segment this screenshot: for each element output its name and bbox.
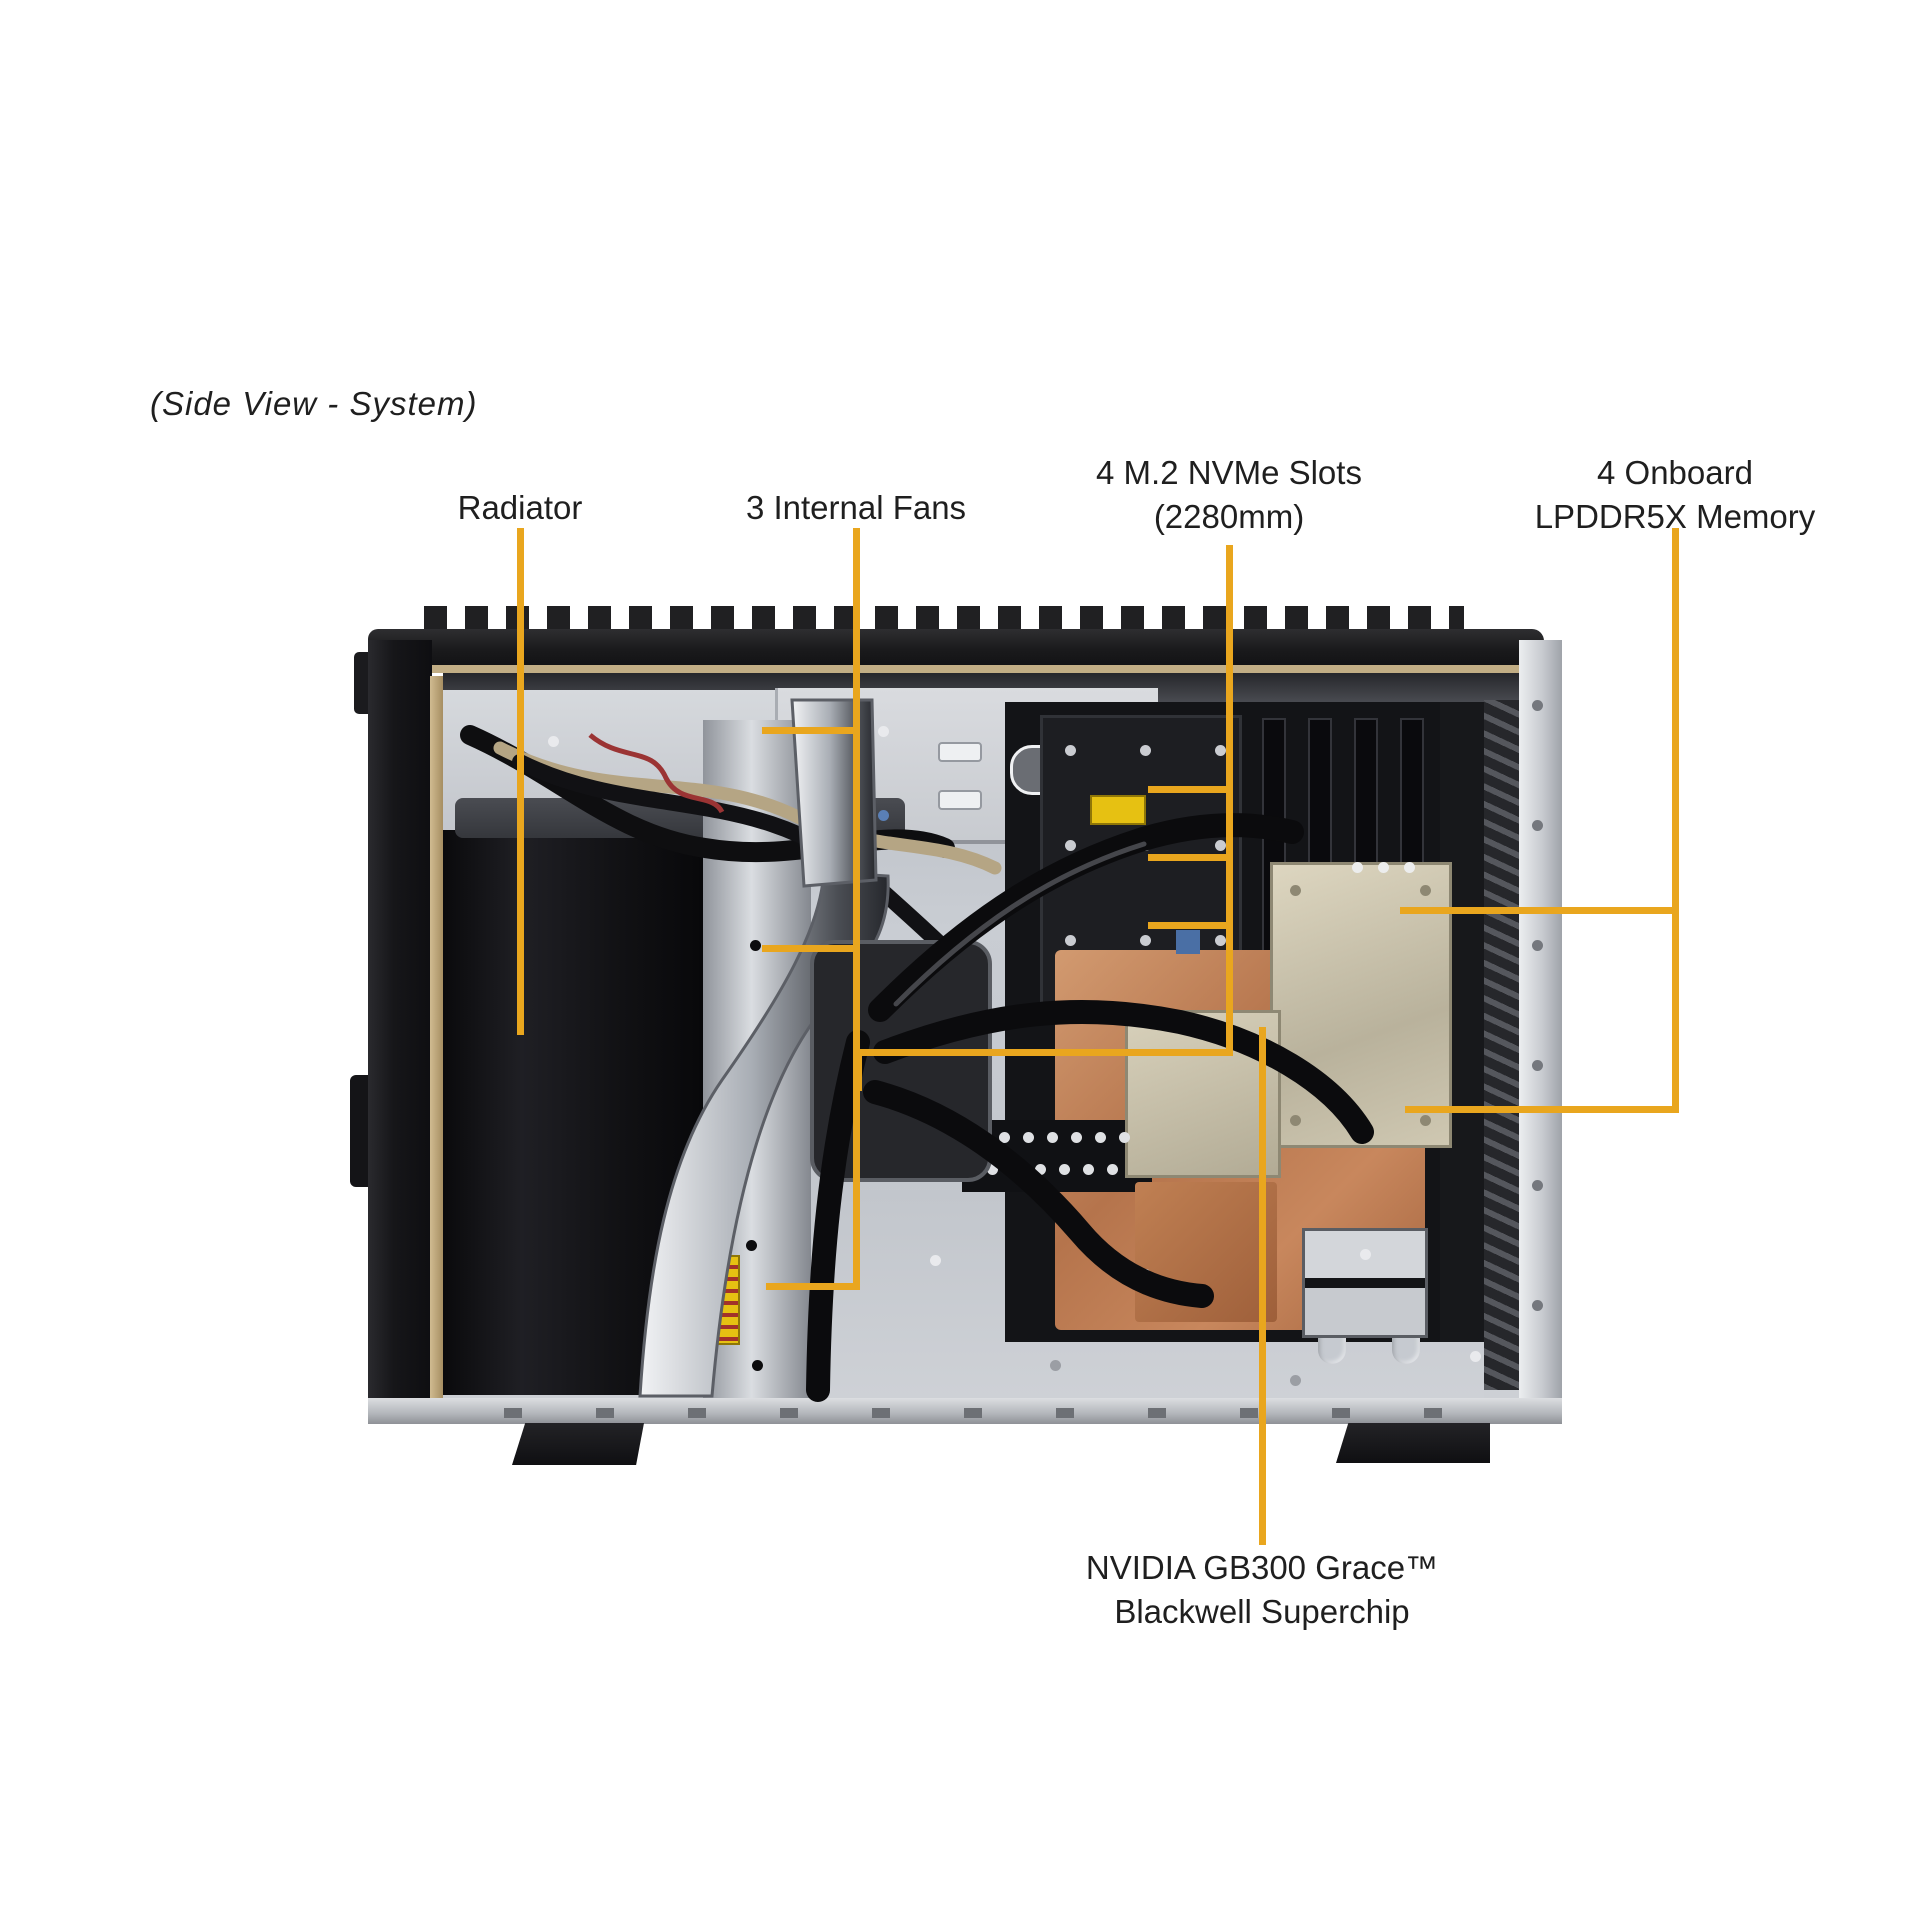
bracket-screws xyxy=(750,940,761,951)
vrm-caps xyxy=(975,1132,986,1143)
vrm-capacitors xyxy=(962,1120,1152,1192)
callout-radiator-line xyxy=(517,528,524,1035)
callout-memory-text-line1: 4 Onboard xyxy=(1597,454,1753,491)
callout-m2-tick-3 xyxy=(1148,922,1233,929)
callout-memory-tick-1 xyxy=(1400,907,1679,914)
rear-vent-column xyxy=(1484,700,1520,1390)
rear-frame-screws xyxy=(1532,700,1543,711)
callout-m2-text-line2: (2280mm) xyxy=(1153,498,1305,535)
callout-m2-branch xyxy=(855,1049,1233,1056)
copper-block-lower xyxy=(1135,1182,1277,1322)
callout-fans-tick-1 xyxy=(762,727,860,734)
callout-fans-line xyxy=(853,528,860,1290)
bottom-rail-vents xyxy=(430,1408,1510,1418)
callout-fans-label: 3 Internal Fans xyxy=(636,486,1076,530)
callout-fans-tick-2 xyxy=(762,945,860,952)
callout-m2-tick-2 xyxy=(1148,854,1233,861)
callout-memory-tick-2 xyxy=(1405,1106,1679,1113)
gold-trim-top xyxy=(376,665,1540,673)
heatsink-plate-center xyxy=(1125,1010,1281,1178)
callout-fans-tick-3 xyxy=(766,1283,860,1290)
callout-memory-line xyxy=(1672,528,1679,1113)
callout-m2-line xyxy=(1226,545,1233,1056)
view-title: (Side View - System) xyxy=(150,385,478,422)
fan-housing-slot xyxy=(938,742,982,762)
io-connector-blocks xyxy=(1302,1228,1428,1338)
rear-frame xyxy=(1519,640,1562,1423)
callout-m2-text-line1: 4 M.2 NVMe Slots xyxy=(1096,454,1362,491)
radiator-block xyxy=(443,830,705,1395)
callout-m2-tick-1 xyxy=(1148,786,1233,793)
callout-superchip-text-line2: Blackwell Superchip xyxy=(1114,1593,1410,1630)
callout-memory-label: 4 Onboard LPDDR5X Memory xyxy=(1455,451,1895,539)
callout-memory-text-line2: LPDDR5X Memory xyxy=(1534,498,1816,535)
callout-radiator-label: Radiator xyxy=(300,486,740,530)
chassis-left-tab-upper xyxy=(354,652,370,714)
warning-sticker-round xyxy=(708,1162,744,1198)
callout-fans-text: 3 Internal Fans xyxy=(745,489,967,526)
fan-housing-slot xyxy=(938,790,982,810)
warning-sticker-yellow xyxy=(1090,795,1146,825)
callout-superchip-line xyxy=(1259,1027,1266,1545)
callout-m2-branch-end xyxy=(855,1049,862,1091)
chassis-top-cap xyxy=(368,629,1544,667)
warning-sticker-label xyxy=(706,1255,740,1345)
pcb-chip xyxy=(1176,930,1200,954)
callout-superchip-text-line1: NVIDIA GB300 Grace™ xyxy=(1085,1549,1439,1586)
chassis-top-fins xyxy=(424,606,1464,633)
gold-trim-front xyxy=(430,676,443,1414)
chassis-left-tab-lower xyxy=(350,1075,370,1187)
chassis-foot-right xyxy=(1336,1423,1490,1463)
front-bezel xyxy=(368,640,432,1423)
plate-screws xyxy=(1290,885,1301,896)
chassis-foot-left xyxy=(512,1423,644,1465)
floor-screws xyxy=(930,1255,941,1266)
callout-radiator-text: Radiator xyxy=(457,489,583,526)
slot-screws xyxy=(1352,862,1363,873)
callout-superchip-label: NVIDIA GB300 Grace™ Blackwell Superchip xyxy=(1042,1546,1482,1634)
callout-m2-label: 4 M.2 NVMe Slots (2280mm) xyxy=(1009,451,1449,539)
m2-heatsink-screws xyxy=(1065,745,1076,756)
bay-screws xyxy=(878,726,889,737)
